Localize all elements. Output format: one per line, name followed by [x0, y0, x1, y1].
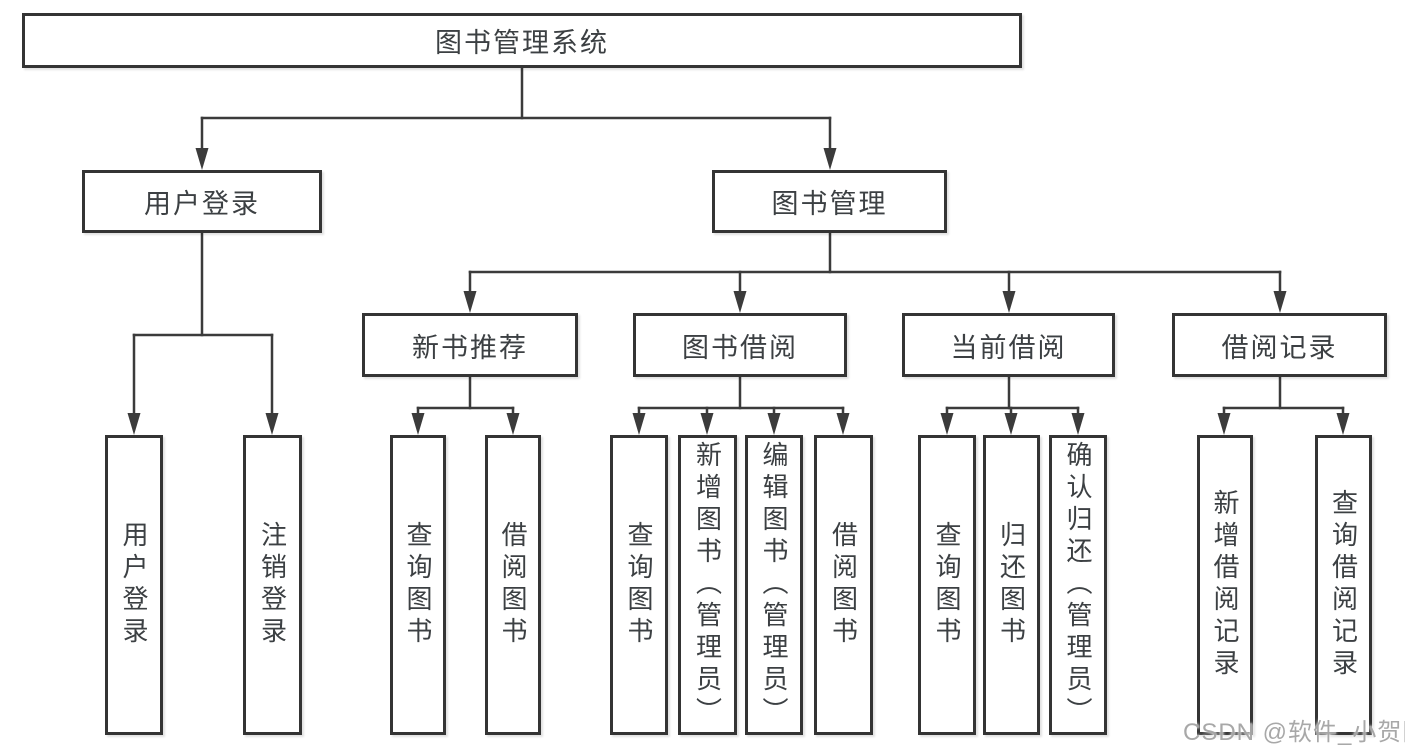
node-library-system: 图书管理系统 [22, 13, 1022, 68]
leaf-label: 借阅图书 [498, 521, 528, 649]
leaf-label: 查询图书 [624, 521, 654, 649]
leaf-label: 查询图书 [403, 521, 433, 649]
node-user-login: 用户登录 [82, 170, 322, 233]
leaf-recommend-borrow-books: 借阅图书 [485, 435, 541, 735]
leaf-logout: 注销登录 [243, 435, 302, 735]
leaf-label: 确认归还（管理员） [1063, 441, 1093, 729]
leaf-label: 查询图书 [932, 521, 962, 649]
node-borrow-record: 借阅记录 [1172, 313, 1387, 377]
node-label: 图书借阅 [682, 332, 798, 363]
leaf-borrow-borrow-books: 借阅图书 [814, 435, 873, 735]
leaf-current-return-books: 归还图书 [983, 435, 1040, 735]
node-new-book-recommend: 新书推荐 [362, 313, 578, 377]
node-label: 图书管理系统 [435, 28, 609, 58]
leaf-label: 查询借阅记录 [1328, 489, 1359, 681]
leaf-label: 新增图书（管理员） [692, 441, 723, 729]
node-label: 用户登录 [144, 189, 260, 219]
leaf-borrow-add-books-admin: 新增图书（管理员） [678, 435, 737, 735]
leaf-current-confirm-return-admin: 确认归还（管理员） [1049, 435, 1107, 735]
node-label: 新书推荐 [412, 332, 528, 363]
node-current-borrow: 当前借阅 [902, 313, 1115, 377]
leaf-borrow-edit-books-admin: 编辑图书（管理员） [745, 435, 803, 735]
leaf-label: 归还图书 [996, 521, 1027, 649]
node-label: 借阅记录 [1221, 332, 1338, 363]
leaf-current-query-books: 查询图书 [918, 435, 976, 735]
leaf-label: 新增借阅记录 [1210, 489, 1240, 681]
csdn-watermark: CSDN @软件_小贺同学 [1183, 719, 1405, 746]
leaf-label: 用户登录 [119, 521, 149, 649]
node-book-management: 图书管理 [712, 170, 947, 233]
node-label: 图书管理 [771, 189, 888, 219]
node-book-borrow: 图书借阅 [633, 313, 847, 377]
leaf-label: 编辑图书（管理员） [759, 441, 789, 729]
leaf-record-add-borrow-record: 新增借阅记录 [1197, 435, 1253, 735]
leaf-user-login: 用户登录 [105, 435, 163, 735]
leaf-label: 注销登录 [257, 521, 288, 649]
leaf-borrow-query-books: 查询图书 [610, 435, 668, 735]
node-label: 当前借阅 [950, 332, 1067, 363]
leaf-label: 借阅图书 [828, 521, 859, 649]
leaf-record-query-borrow-record: 查询借阅记录 [1315, 435, 1372, 735]
leaf-recommend-query-books: 查询图书 [390, 435, 446, 735]
